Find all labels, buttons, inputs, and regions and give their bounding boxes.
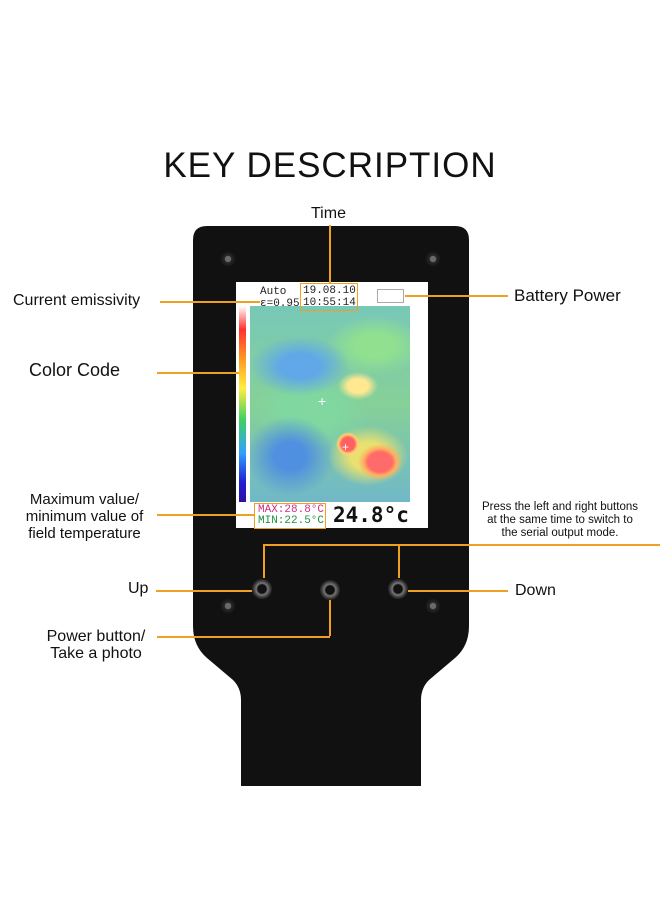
screen-max: MAX:28.8°C <box>258 504 325 516</box>
screen-mode: Auto <box>260 286 287 298</box>
down-leader-line <box>408 590 508 592</box>
thermal-image <box>250 306 410 502</box>
serial-mode-note: Press the left and right buttons at the … <box>465 501 655 540</box>
up-label: Up <box>128 580 149 597</box>
time-box <box>300 283 358 311</box>
page-title: KEY DESCRIPTION <box>163 146 497 185</box>
serial-leader-right <box>398 544 400 578</box>
serial-note-line1: Press the left and right buttons <box>482 501 638 513</box>
up-leader-line <box>156 590 252 592</box>
screw-icon <box>220 598 236 614</box>
battery-power-label: Battery Power <box>514 286 621 305</box>
power-label-line1: Power button/ <box>46 628 146 645</box>
serial-leader-line <box>263 544 660 546</box>
screen-time: 10:55:14 <box>303 297 356 309</box>
power-leader-line <box>157 636 330 638</box>
color-code-leader-line <box>157 372 239 374</box>
current-emissivity-label: Current emissivity <box>13 292 141 309</box>
time-label: Time <box>311 205 346 222</box>
power-label-line2: Take a photo <box>50 645 142 662</box>
maxmin-label: Maximum value/ minimum value of field te… <box>12 491 157 542</box>
maxmin-label-line3: field temperature <box>28 525 141 542</box>
color-code-label: Color Code <box>29 360 121 380</box>
crosshair-icon: + <box>318 393 327 409</box>
time-leader-line <box>329 225 331 283</box>
power-button[interactable] <box>320 580 340 600</box>
maxmin-label-line2: minimum value of <box>25 508 144 525</box>
maxmin-label-line1: Maximum value/ <box>29 491 140 508</box>
screen-date: 19.08.10 <box>303 285 356 297</box>
hotspot-marker-icon: + <box>342 440 350 454</box>
down-label: Down <box>515 582 556 599</box>
battery-leader-line <box>405 295 508 297</box>
screw-icon <box>425 598 441 614</box>
screw-icon <box>220 251 236 267</box>
serial-leader-left <box>263 544 265 578</box>
emissivity-leader-line <box>160 301 260 303</box>
serial-note-line3: the serial output mode. <box>501 527 619 539</box>
screen-emissivity: ε=0.95 <box>260 298 300 310</box>
power-label: Power button/ Take a photo <box>36 628 156 662</box>
center-temperature: 24.8°c <box>333 503 409 527</box>
down-button[interactable] <box>388 579 408 599</box>
color-code-bar <box>239 306 246 502</box>
screen-min: MIN:22.5°C <box>258 515 325 527</box>
screw-icon <box>425 251 441 267</box>
serial-note-line2: at the same time to switch to <box>487 514 633 526</box>
power-leader-vertical <box>329 600 331 636</box>
up-button[interactable] <box>252 579 272 599</box>
maxmin-leader-line <box>157 514 254 516</box>
battery-icon <box>377 289 404 303</box>
maxmin-box <box>254 503 326 529</box>
